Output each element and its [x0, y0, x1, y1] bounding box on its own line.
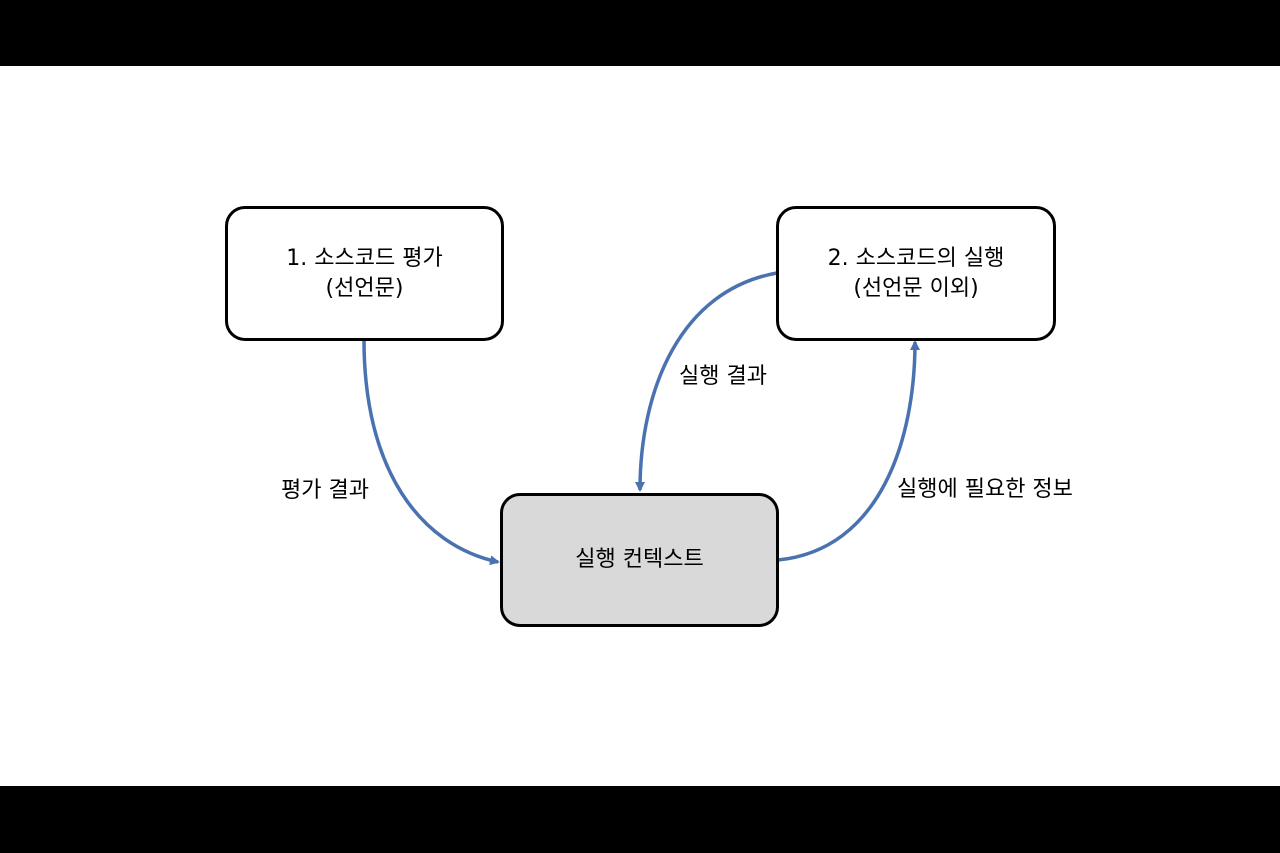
- node-execution-context-label: 실행 컨텍스트: [575, 547, 704, 572]
- letterbox-bottom: [0, 786, 1280, 853]
- arrow-execute-to-context: [635, 271, 778, 492]
- edge-label-required-info: 실행에 필요한 정보: [897, 477, 1073, 502]
- letterbox-top: [0, 0, 1280, 66]
- arrow-evaluate-to-context: [362, 339, 500, 566]
- arrow-context-to-execute: [777, 340, 920, 562]
- node-execution-context: 실행 컨텍스트: [500, 493, 779, 627]
- edge-label-evaluation-result: 평가 결과: [281, 478, 369, 503]
- node-source-execution-line1: 2. 소스코드의 실행: [827, 245, 1005, 271]
- node-source-evaluation-line1: 1. 소스코드 평가: [286, 245, 443, 271]
- node-source-evaluation-line2: (선언문): [325, 275, 404, 301]
- node-source-execution-line2: (선언문 이외): [853, 275, 979, 301]
- node-source-execution: 2. 소스코드의 실행 (선언문 이외): [776, 206, 1056, 341]
- node-source-evaluation: 1. 소스코드 평가 (선언문): [225, 206, 504, 341]
- edge-label-execution-result: 실행 결과: [679, 364, 767, 389]
- diagram-canvas: [0, 66, 1280, 786]
